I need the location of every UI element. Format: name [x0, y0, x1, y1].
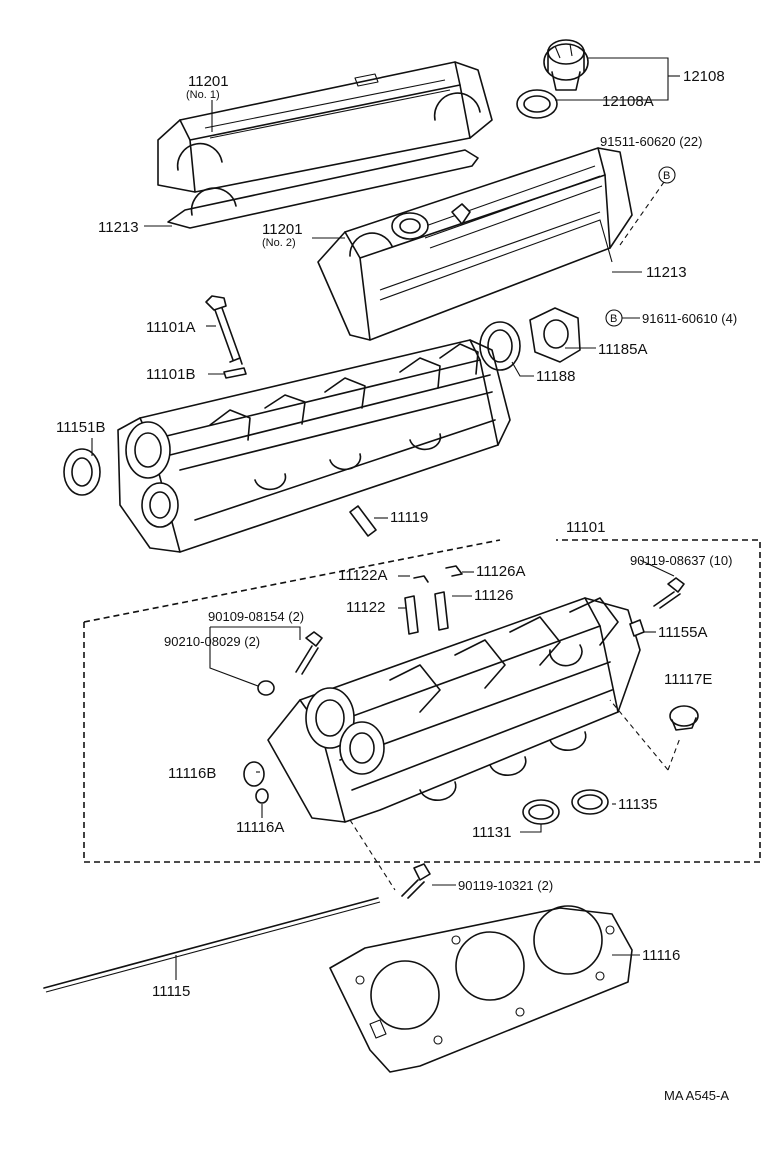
gasket-11213-a — [167, 149, 479, 229]
oil-seal-11188 — [479, 321, 521, 371]
label-90119-10321: 90119-10321 (2) — [458, 878, 553, 893]
head-cover-no1 — [157, 61, 493, 193]
label-11117E: 11117E — [664, 671, 712, 688]
label-11188: 11188 — [536, 368, 576, 385]
label-90119-08637: 90119-08637 (10) — [630, 553, 732, 568]
label-bolt-b2: B — [610, 313, 617, 325]
label-11201-no2-sub: (No. 2) — [262, 237, 296, 249]
washer-11101B — [223, 367, 247, 379]
label-bolt-b1: B — [663, 170, 670, 182]
plate-11185A — [529, 307, 581, 363]
label-11101B: 11101B — [146, 366, 196, 383]
bolt-90109 — [257, 631, 323, 696]
pin-11119 — [349, 505, 377, 537]
label-11126: 11126 — [474, 587, 514, 604]
seal-11135 — [571, 789, 609, 815]
cylinder-head-lower — [267, 597, 641, 823]
label-11151B: 11151B — [56, 419, 106, 436]
assembly-box-11101 — [83, 539, 761, 863]
label-11155A: 11155A — [658, 624, 708, 641]
label-91511: 91511-60620 (22) — [600, 134, 702, 149]
strip-11115 — [43, 897, 381, 993]
stud-11155A — [629, 619, 645, 637]
label-12108: 12108 — [683, 68, 725, 85]
filler-cap-gasket — [516, 89, 558, 119]
label-11213-b: 11213 — [646, 264, 687, 281]
pin-11116A — [255, 788, 269, 804]
seal-11151B — [63, 448, 101, 496]
label-11213-a: 11213 — [98, 219, 139, 236]
cylinder-head-upper — [117, 339, 511, 553]
bolt-90119-10321 — [349, 819, 431, 899]
plug-11117E — [609, 699, 699, 771]
gasket-11213-b — [379, 219, 613, 301]
label-11135: 11135 — [618, 796, 658, 813]
label-11115: 11115 — [152, 983, 190, 1000]
seal-11131 — [522, 799, 560, 825]
head-gasket-11116 — [329, 905, 633, 1073]
leader-lines — [91, 57, 680, 980]
head-cover-no2 — [317, 147, 633, 341]
label-11116B: 11116B — [168, 765, 216, 782]
label-11116A: 11116A — [236, 819, 284, 836]
bolt-11101A — [205, 295, 243, 365]
valve-guides — [404, 565, 463, 635]
label-90109: 90109-08154 (2) — [208, 609, 304, 624]
label-12108A: 12108A — [602, 93, 654, 110]
label-11101: 11101 — [566, 519, 606, 536]
label-11122A: 11122A — [338, 567, 388, 584]
label-11116: 11116 — [642, 947, 680, 964]
label-90210: 90210-08029 (2) — [164, 634, 260, 649]
plug-11116B — [243, 761, 265, 787]
label-11201-no1: 11201 — [188, 73, 229, 90]
label-11185A: 11185A — [598, 341, 648, 358]
label-11131: 11131 — [472, 824, 512, 841]
label-11201-no1-sub: (No. 1) — [186, 89, 220, 101]
label-91611: 91611-60610 (4) — [642, 311, 737, 326]
label-11101A: 11101A — [146, 319, 196, 336]
label-11201-no2: 11201 — [262, 221, 303, 238]
oil-filler-cap — [543, 39, 589, 91]
callout-labels: 11201 (No. 1) 12108 12108A 91511-60620 (… — [56, 68, 737, 1103]
bolt-90119-08637 — [653, 577, 685, 609]
diagram-code: MA A545-A — [664, 1088, 729, 1103]
label-11126A: 11126A — [476, 563, 526, 580]
label-11122: 11122 — [346, 599, 386, 616]
label-11119: 11119 — [390, 509, 428, 526]
